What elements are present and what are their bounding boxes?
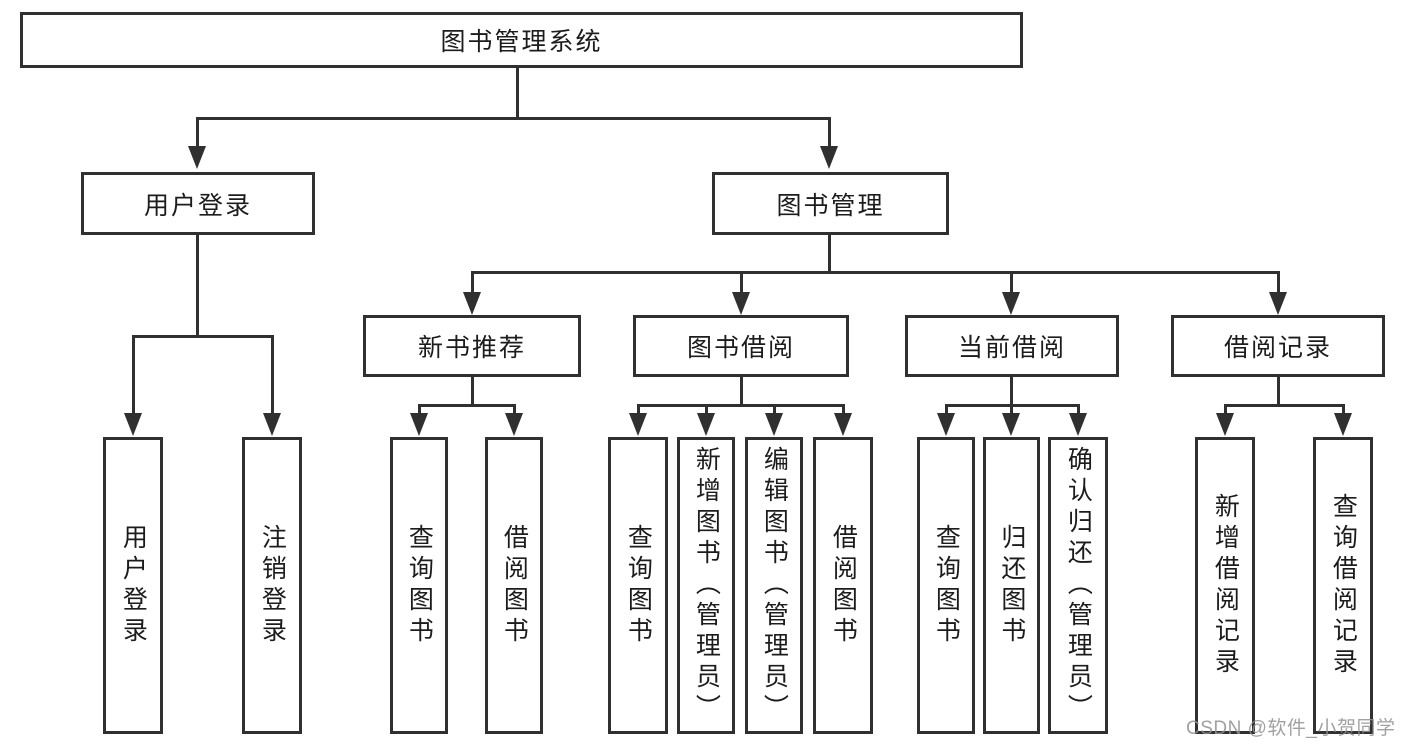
leaf-label: 新增图书（管理员）	[692, 446, 721, 725]
connector-vline	[773, 404, 776, 416]
leaf-label: 查询图书	[932, 523, 961, 648]
arrow-down-icon	[732, 292, 750, 315]
leaf-borrowing-add-books-admin: 新增图书（管理员）	[677, 437, 735, 734]
leaf-records-query-borrow-record: 查询借阅记录	[1313, 437, 1373, 734]
leaf-label: 借阅图书	[829, 523, 858, 648]
node-book-borrowing: 图书借阅	[633, 315, 849, 377]
leaf-label: 用户登录	[119, 523, 148, 648]
node-label: 用户登录	[143, 191, 252, 220]
leaf-label: 编辑图书（管理员）	[760, 446, 789, 725]
leaf-label: 查询图书	[624, 523, 653, 648]
node-new-book-recommend: 新书推荐	[363, 315, 581, 377]
arrow-down-icon	[263, 413, 281, 436]
leaf-user-login: 用户登录	[103, 437, 163, 734]
csdn-watermark: CSDN @软件_小贺同学	[1186, 718, 1396, 739]
leaf-current-confirm-return-admin: 确认归还（管理员）	[1048, 437, 1108, 734]
connector-vline	[132, 335, 135, 415]
connector-vline	[945, 404, 948, 416]
connector-hline	[196, 117, 831, 120]
connector-vline	[1342, 404, 1345, 416]
leaf-current-return-books: 归还图书	[983, 437, 1040, 734]
connector-hline	[418, 404, 516, 407]
connector-hline	[132, 335, 274, 338]
leaf-label: 归还图书	[997, 523, 1026, 648]
node-book-management: 图书管理	[712, 172, 949, 235]
node-label: 图书管理	[776, 191, 885, 220]
connector-hline	[637, 404, 844, 407]
arrow-down-icon	[1216, 413, 1234, 436]
connector-vline	[1277, 377, 1280, 406]
arrow-down-icon	[629, 413, 647, 436]
connector-vline	[740, 377, 743, 406]
arrow-down-icon	[188, 146, 206, 169]
connector-vline	[705, 404, 708, 416]
connector-vline	[1077, 404, 1080, 416]
leaf-label: 新增借阅记录	[1211, 492, 1240, 679]
connector-vline	[196, 117, 199, 148]
leaf-logout: 注销登录	[242, 437, 302, 734]
leaf-borrowing-borrow-books: 借阅图书	[813, 437, 873, 734]
arrow-down-icon	[1002, 292, 1020, 315]
arrow-down-icon	[834, 413, 852, 436]
connector-vline	[1010, 377, 1013, 406]
node-label: 图书管理系统	[440, 28, 603, 56]
leaf-label: 借阅图书	[500, 523, 529, 648]
connector-vline	[516, 68, 519, 119]
connector-vline	[471, 377, 474, 406]
leaf-recommend-query-books: 查询图书	[390, 437, 448, 734]
connector-vline	[828, 235, 831, 273]
node-borrowing-records: 借阅记录	[1171, 315, 1385, 377]
leaf-current-query-books: 查询图书	[917, 437, 975, 734]
connector-vline	[471, 271, 474, 294]
connector-vline	[1010, 404, 1013, 416]
connector-vline	[1277, 271, 1280, 294]
connector-vline	[1224, 404, 1227, 416]
leaf-borrowing-query-books: 查询图书	[608, 437, 668, 734]
arrow-down-icon	[1002, 413, 1020, 436]
node-label: 新书推荐	[417, 334, 526, 362]
node-library-management-system: 图书管理系统	[20, 12, 1023, 68]
arrow-down-icon	[410, 413, 428, 436]
arrow-down-icon	[124, 413, 142, 436]
leaf-label: 注销登录	[258, 523, 287, 648]
leaf-label: 确认归还（管理员）	[1064, 446, 1093, 725]
node-current-borrowing: 当前借阅	[905, 315, 1119, 377]
arrow-down-icon	[1334, 413, 1352, 436]
arrow-down-icon	[505, 413, 523, 436]
node-label: 当前借阅	[957, 334, 1066, 362]
leaf-records-add-borrow-record: 新增借阅记录	[1195, 437, 1255, 734]
connector-hline	[1224, 404, 1344, 407]
arrow-down-icon	[1269, 292, 1287, 315]
node-label: 借阅记录	[1223, 334, 1332, 362]
connector-vline	[637, 404, 640, 416]
arrow-down-icon	[820, 146, 838, 169]
node-label: 图书借阅	[686, 334, 795, 362]
leaf-borrowing-edit-books-admin: 编辑图书（管理员）	[745, 437, 803, 734]
connector-vline	[196, 235, 199, 337]
node-user-login: 用户登录	[81, 172, 315, 235]
connector-vline	[271, 335, 274, 415]
connector-vline	[828, 117, 831, 148]
connector-vline	[513, 404, 516, 416]
connector-vline	[1010, 271, 1013, 294]
leaf-recommend-borrow-books: 借阅图书	[485, 437, 543, 734]
arrow-down-icon	[1069, 413, 1087, 436]
leaf-label: 查询图书	[405, 523, 434, 648]
arrow-down-icon	[937, 413, 955, 436]
arrow-down-icon	[697, 413, 715, 436]
leaf-label: 查询借阅记录	[1329, 492, 1358, 679]
connector-vline	[418, 404, 421, 416]
connector-vline	[842, 404, 845, 416]
arrow-down-icon	[463, 292, 481, 315]
arrow-down-icon	[765, 413, 783, 436]
connector-hline	[471, 271, 1280, 274]
connector-vline	[740, 271, 743, 294]
